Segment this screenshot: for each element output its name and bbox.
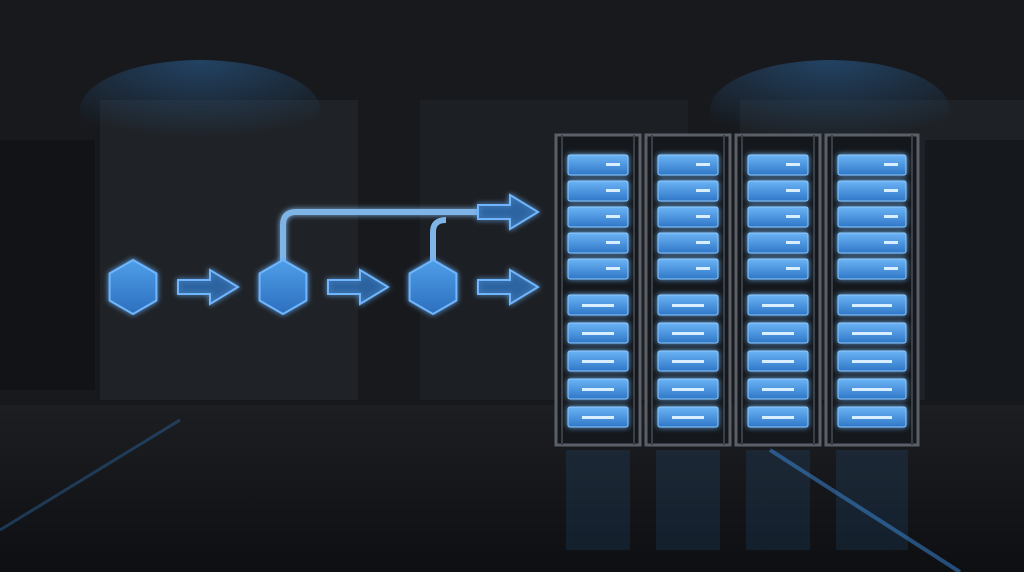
left-equipment [0, 140, 95, 390]
rack-reflection [746, 450, 810, 550]
hexagon-node-icon [258, 258, 308, 316]
server-unit [657, 232, 719, 254]
server-led-icon [582, 360, 614, 363]
hexagon-node-icon [108, 258, 158, 316]
server-unit [837, 232, 907, 254]
server-led-icon [762, 388, 794, 391]
server-led-icon [786, 163, 800, 166]
server-led-icon [762, 416, 794, 419]
server-rack [734, 133, 822, 550]
server-unit [747, 258, 809, 280]
server-led-icon [696, 163, 710, 166]
server-led-icon [852, 360, 892, 363]
right-equipment [925, 140, 1024, 400]
server-unit [657, 206, 719, 228]
server-unit [567, 232, 629, 254]
hexagon-node-icon [408, 258, 458, 316]
server-led-icon [762, 332, 794, 335]
server-led-icon [672, 416, 704, 419]
server-led-icon [606, 189, 620, 192]
server-unit [657, 154, 719, 176]
server-led-icon [672, 332, 704, 335]
server-unit [567, 180, 629, 202]
server-led-icon [696, 267, 710, 270]
rack-reflection [656, 450, 720, 550]
server-unit [837, 206, 907, 228]
server-led-icon [786, 215, 800, 218]
server-racks [554, 133, 920, 550]
server-led-icon [852, 416, 892, 419]
server-led-icon [852, 304, 892, 307]
server-led-icon [884, 215, 898, 218]
server-unit [747, 180, 809, 202]
rack-reflection [836, 450, 908, 550]
server-led-icon [582, 416, 614, 419]
server-led-icon [672, 388, 704, 391]
server-led-icon [606, 267, 620, 270]
arrow-icon [177, 268, 240, 306]
server-led-icon [786, 267, 800, 270]
server-unit [837, 180, 907, 202]
server-led-icon [672, 304, 704, 307]
server-unit [657, 180, 719, 202]
server-led-icon [884, 189, 898, 192]
server-unit [567, 206, 629, 228]
server-led-icon [852, 332, 892, 335]
server-led-icon [884, 267, 898, 270]
server-rack [554, 133, 642, 550]
server-led-icon [606, 163, 620, 166]
server-unit [657, 258, 719, 280]
server-unit [567, 258, 629, 280]
branch-pipe [430, 217, 447, 262]
server-led-icon [606, 215, 620, 218]
server-led-icon [606, 241, 620, 244]
server-led-icon [582, 388, 614, 391]
server-led-icon [762, 360, 794, 363]
server-rack [644, 133, 732, 550]
pipeline-diagram [0, 193, 540, 316]
server-led-icon [696, 189, 710, 192]
server-led-icon [884, 163, 898, 166]
server-unit [567, 154, 629, 176]
server-led-icon [884, 241, 898, 244]
server-led-icon [786, 189, 800, 192]
arrow-icon [327, 268, 390, 306]
server-unit [747, 206, 809, 228]
branch-pipe [280, 209, 478, 262]
server-unit [837, 258, 907, 280]
server-led-icon [696, 241, 710, 244]
server-led-icon [786, 241, 800, 244]
arrow-icon [477, 193, 540, 231]
server-led-icon [582, 304, 614, 307]
server-led-icon [762, 304, 794, 307]
arrow-icon [477, 268, 540, 306]
rack-reflection [566, 450, 630, 550]
server-unit [837, 154, 907, 176]
background-cabinet [420, 100, 688, 400]
server-led-icon [696, 215, 710, 218]
server-led-icon [852, 388, 892, 391]
server-led-icon [672, 360, 704, 363]
server-unit [747, 154, 809, 176]
server-led-icon [582, 332, 614, 335]
server-rack [824, 133, 920, 550]
server-unit [747, 232, 809, 254]
